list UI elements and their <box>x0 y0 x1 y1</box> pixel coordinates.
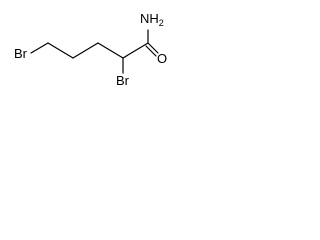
bond-c2-c1 <box>122 42 149 59</box>
atom-label-br-terminal: Br <box>14 46 28 61</box>
bond-c3-c2 <box>97 42 124 59</box>
bond-c1-o <box>147 42 159 54</box>
bond-c4-c3 <box>72 42 99 59</box>
bond-c5-br <box>30 42 49 54</box>
amine-hydrogen: H <box>149 11 158 26</box>
atom-label-br-alpha: Br <box>116 73 130 88</box>
atom-label-amine: NH2 <box>140 11 164 28</box>
amine-subscript: 2 <box>159 18 164 28</box>
bond-c1-o-double <box>145 45 157 57</box>
atom-label-oxygen: O <box>157 51 167 66</box>
bond-c5-c4 <box>47 42 74 59</box>
chemical-structure: Br Br NH2 O <box>14 11 167 88</box>
amine-nitrogen: N <box>140 11 149 26</box>
